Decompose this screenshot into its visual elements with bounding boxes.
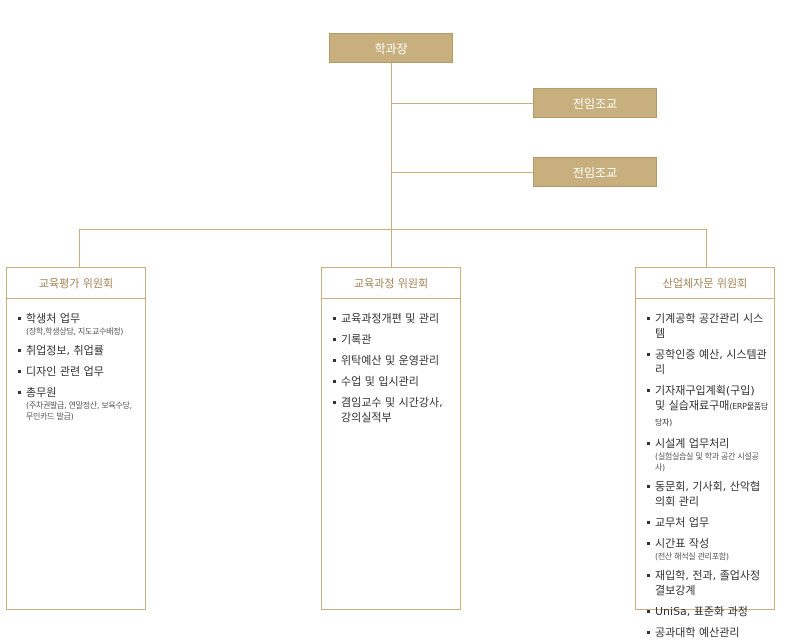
department-head-label: 학과장 [374,41,408,56]
committee-title: 교육과정 위원회 [322,268,460,299]
list-item: 겸임교수 및 시간강사, 강의실적부 [332,395,454,425]
assistant-label-1: 전임조교 [572,96,618,111]
list-item: 공과대학 예산관리 [646,625,768,640]
duty-list: 교육과정개편 및 관리 기록관 위탁예산 및 운영관리 수업 및 입시관리 겸임… [322,299,460,425]
committee-title: 산업체자문 위원회 [636,268,774,299]
committee-panel-evaluation: 교육평가 위원회 학생처 업무 (장학,학생상담, 지도교수배정) 취업정보, … [6,267,146,610]
department-head-box: 학과장 [329,33,453,63]
list-item: 교육과정개편 및 관리 [332,311,454,326]
assistant-box-2: 전임조교 [533,157,657,187]
list-item: 재입학, 전과, 졸업사정 결보강계 [646,568,768,598]
list-item: 기록관 [332,332,454,347]
list-item: 기계공학 공간관리 시스템 [646,311,768,341]
list-item: 취업정보, 취업률 [17,343,139,358]
list-item: 기자재구입계획(구입) 및 실습재료구매(ERP물품담당자) [646,383,768,430]
committee-panel-curriculum: 교육과정 위원회 교육과정개편 및 관리 기록관 위탁예산 및 운영관리 수업 … [321,267,461,610]
committee-panel-industry-advisory: 산업체자문 위원회 기계공학 공간관리 시스템 공학인증 예산, 시스템관리 기… [635,267,775,639]
org-connector-lines [79,62,707,267]
duty-list: 기계공학 공간관리 시스템 공학인증 예산, 시스템관리 기자재구입계획(구입)… [636,299,774,640]
list-item: 교무처 업무 [646,515,768,530]
list-item: 공학인증 예산, 시스템관리 [646,347,768,377]
list-item: 수업 및 입시관리 [332,374,454,389]
committee-title: 교육평가 위원회 [7,268,145,299]
list-item: 시설계 업무처리 (실험실습실 및 학과 공간 시설공사) [646,436,768,473]
list-item: 동문회, 기사회, 산악협의회 관리 [646,479,768,509]
assistant-label-2: 전임조교 [572,165,618,180]
assistant-box-1: 전임조교 [533,88,657,118]
list-item: 학생처 업무 (장학,학생상담, 지도교수배정) [17,311,139,337]
list-item: 위탁예산 및 운영관리 [332,353,454,368]
list-item: 시간표 작성 (전산 해석실 관리포함) [646,536,768,562]
duty-list: 학생처 업무 (장학,학생상담, 지도교수배정) 취업정보, 취업률 디자인 관… [7,299,145,422]
list-item: 디자인 관련 업무 [17,364,139,379]
list-item: UniSa, 표준화 과정 [646,604,768,619]
list-item: 총무원 (주차권발급, 연말정산, 보육수당, 무인카드 발급) [17,385,139,422]
